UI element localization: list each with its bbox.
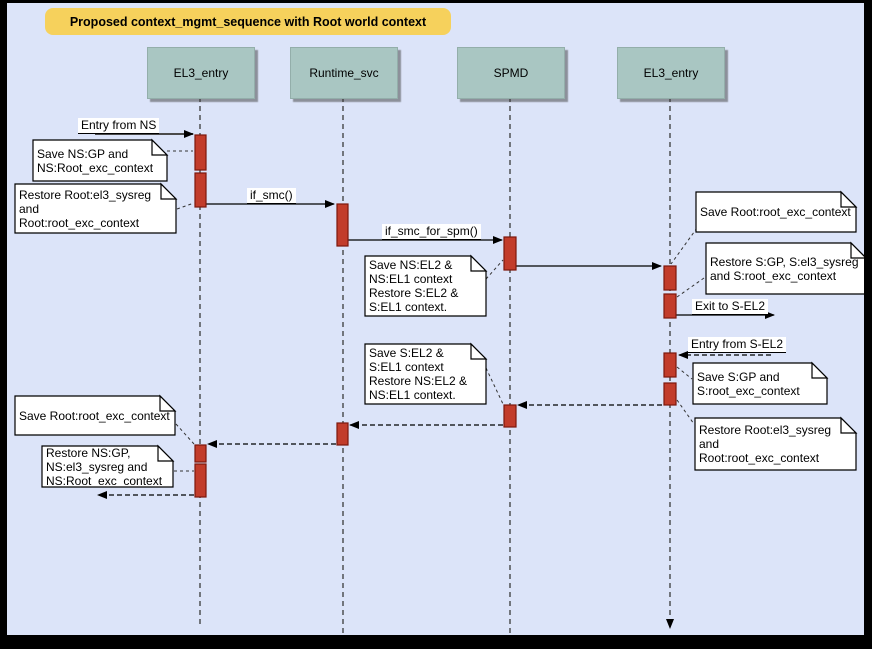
activation-bar (194, 172, 207, 208)
activation-bar (503, 236, 517, 271)
note-fold-corner (470, 342, 488, 360)
note-text: Save S:GP and S:root_exc_context (697, 369, 800, 398)
activation-bar (663, 382, 677, 406)
activation-bar (194, 463, 207, 498)
message-label: if_smc() (247, 188, 296, 204)
note-text: Save NS:GP and NS:Root_exc_context (37, 146, 154, 175)
activation-bar (503, 404, 517, 428)
note-connector (485, 259, 504, 280)
note-text: Save Root:root_exc_context (700, 205, 851, 219)
diagram-title: Proposed context_mgmt_sequence with Root… (45, 8, 451, 35)
note-fold-corner (840, 416, 858, 434)
diagram-layer (14, 97, 864, 634)
message-label: Exit to S-EL2 (692, 299, 769, 315)
note-connector (676, 277, 705, 298)
diagram-canvas: Proposed context_mgmt_sequence with Root… (7, 3, 864, 635)
message-label: Entry from S-EL2 (688, 337, 787, 353)
note-shape (32, 139, 168, 182)
note-connector (485, 367, 504, 405)
activation-bar (336, 422, 349, 446)
note-fold-corner (811, 361, 829, 379)
note-shape (692, 362, 828, 405)
note-fold-corner (159, 394, 177, 412)
note-connector (670, 227, 698, 265)
note-shape (364, 343, 487, 405)
activation-bar (663, 265, 677, 291)
actor-box: EL3_entry (617, 47, 725, 99)
note-text: Restore Root:el3_sysreg and Root:root_ex… (699, 423, 832, 465)
note-fold-corner (157, 444, 175, 462)
activation-bar (194, 134, 207, 171)
note-text: Restore Root:el3_sysreg and Root:root_ex… (19, 187, 152, 230)
actor-box: EL3_entry (147, 47, 255, 99)
note-fold-corner (151, 138, 169, 156)
message-label: if_smc_for_spm() (382, 224, 481, 240)
note-connector (175, 423, 195, 445)
message-label: Entry from NS (78, 118, 160, 134)
note-fold-corner (470, 254, 488, 272)
note-shape (695, 191, 857, 233)
note-connector (676, 399, 695, 425)
note-text: Save Root:root_exc_context (19, 408, 170, 423)
note-shape (14, 395, 176, 436)
activation-bar (194, 444, 207, 463)
note-fold-corner (160, 182, 178, 200)
note-shape (41, 445, 174, 488)
note-shape (14, 183, 177, 234)
note-text: Save S:EL2 & S:EL1 context Restore NS:EL… (369, 346, 468, 402)
note-connector (176, 202, 195, 210)
activation-bar (336, 203, 349, 247)
note-shape (694, 417, 857, 471)
note-connector (676, 366, 693, 380)
actor-box: SPMD (457, 47, 565, 99)
actor-box: Runtime_svc (290, 47, 398, 99)
note-shape (705, 242, 864, 295)
note-shape (364, 255, 487, 317)
note-text: Restore NS:GP, NS:el3_sysreg and NS:Root… (46, 447, 163, 486)
activation-bar (663, 293, 677, 319)
note-fold-corner (850, 241, 864, 259)
note-text: Restore S:GP, S:el3_sysreg and S:root_ex… (710, 254, 859, 283)
note-fold-corner (840, 190, 858, 208)
activation-bar (663, 352, 677, 378)
note-text: Save NS:EL2 & NS:EL1 context Restore S:E… (369, 258, 459, 314)
